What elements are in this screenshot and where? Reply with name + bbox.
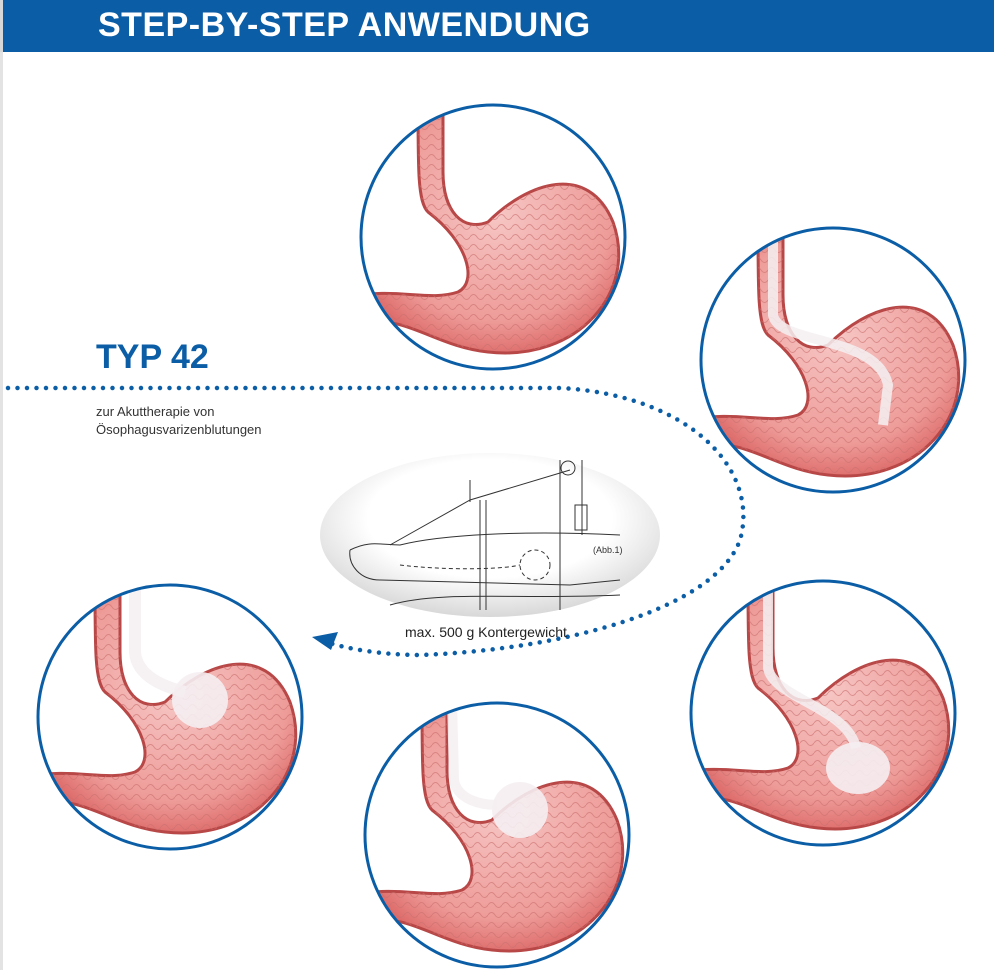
- balloon-icon: [492, 782, 548, 838]
- step-2-circle: [699, 226, 967, 494]
- figure-label: (Abb.1): [593, 545, 623, 555]
- subtitle-line-2: Ösophagusvarizenblutungen: [96, 422, 262, 437]
- step-5-circle: [36, 583, 304, 851]
- step-3-circle: [689, 579, 957, 847]
- arrow-head-icon: [312, 632, 338, 650]
- tube-icon: [768, 228, 894, 426]
- product-subtitle: zur Akuttherapie von Ösophagusvarizenblu…: [96, 403, 262, 439]
- balloon-icon: [172, 672, 228, 728]
- step-1-circle: [359, 103, 627, 371]
- patient-traction-illustration: [320, 453, 660, 617]
- left-border: [0, 52, 3, 970]
- page-title: STEP-BY-STEP ANWENDUNG: [98, 6, 591, 44]
- product-name: TYP 42: [96, 338, 209, 376]
- illustration-caption: max. 500 g Kontergewicht: [405, 624, 567, 640]
- step-4-circle: [363, 701, 631, 969]
- subtitle-line-1: zur Akuttherapie von: [96, 404, 215, 419]
- balloon-icon: [826, 742, 890, 794]
- header-bar: STEP-BY-STEP ANWENDUNG: [0, 0, 994, 52]
